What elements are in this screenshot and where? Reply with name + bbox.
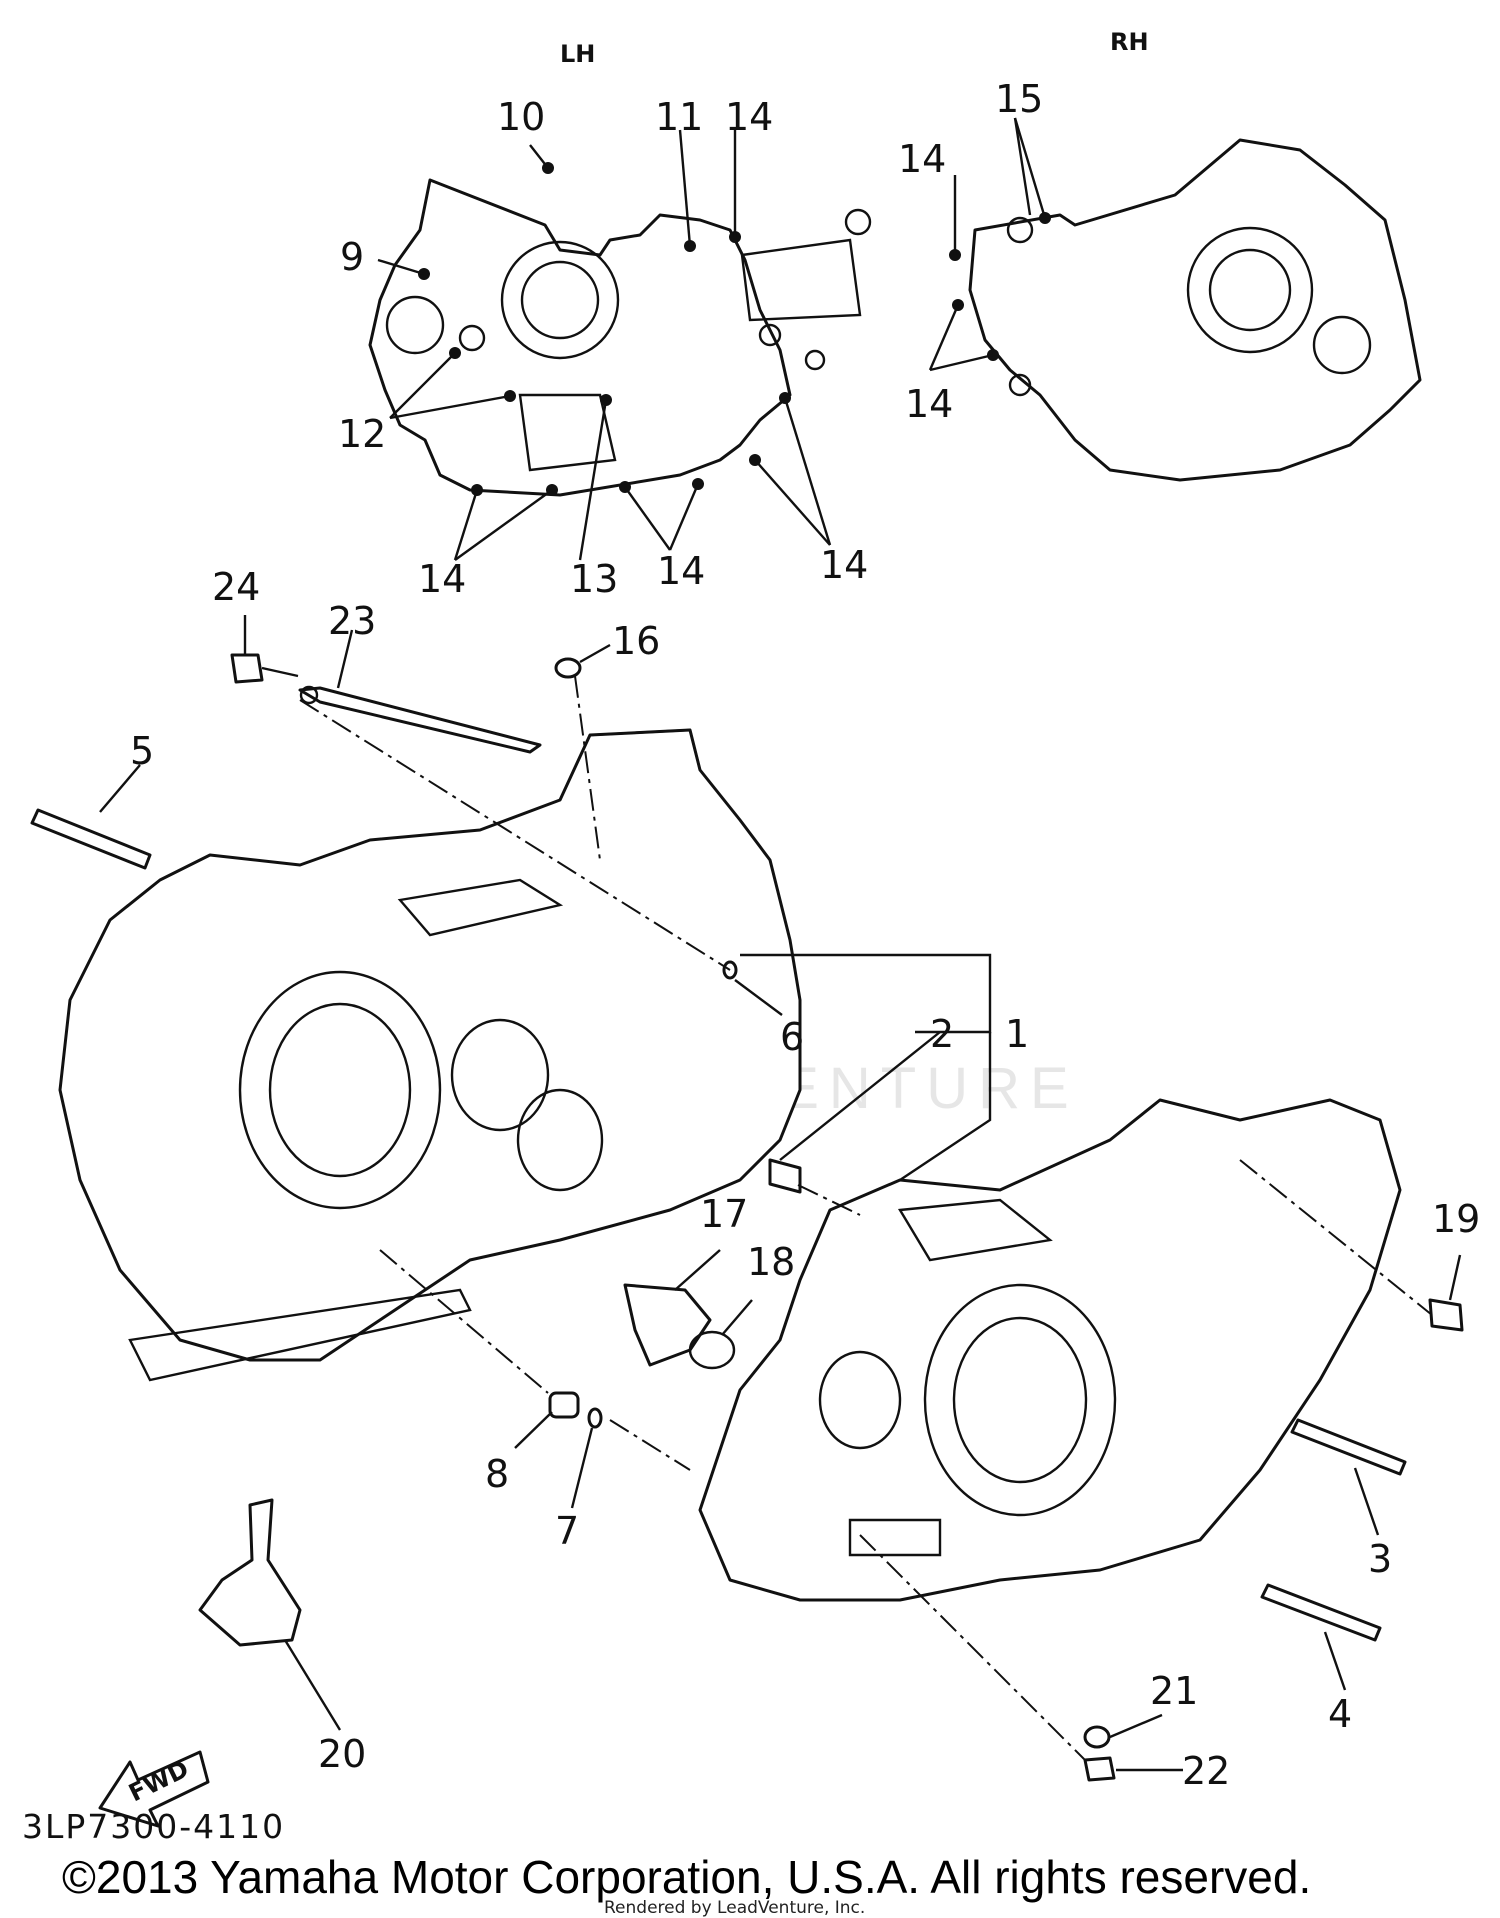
callout-9: 9 xyxy=(340,235,365,279)
callout-11: 11 xyxy=(655,95,704,139)
callout-14-a: 14 xyxy=(725,95,774,139)
callout-20: 20 xyxy=(318,1732,367,1776)
callout-2: 2 xyxy=(930,1012,955,1056)
callout-14-d: 14 xyxy=(820,543,869,587)
upper-leader-lines xyxy=(377,117,1047,561)
callout-23: 23 xyxy=(328,599,377,643)
cap-21 xyxy=(1083,1725,1111,1749)
o-ring-7 xyxy=(587,1407,603,1429)
bolt-24 xyxy=(230,653,299,684)
o-ring-18 xyxy=(688,1330,736,1370)
stud-5 xyxy=(30,808,152,870)
plug-17 xyxy=(623,1283,712,1367)
stud-4 xyxy=(1260,1583,1382,1642)
strainer-20 xyxy=(198,1498,302,1647)
callout-12: 12 xyxy=(338,412,387,456)
main-leader-lines xyxy=(99,615,1462,1772)
diagram-code: 3LP7300-4110 xyxy=(22,1807,286,1846)
callout-1: 1 xyxy=(1005,1012,1030,1056)
lh-crankcase-sealant-view xyxy=(368,178,872,497)
callout-15: 15 xyxy=(995,77,1044,121)
callout-16: 16 xyxy=(612,619,661,663)
callout-8: 8 xyxy=(485,1452,510,1496)
crankcase-left xyxy=(58,728,802,1382)
rendered-by-note: Rendered by LeadVenture, Inc. xyxy=(604,1898,866,1918)
dowel-8 xyxy=(548,1391,580,1419)
crankcase-right xyxy=(698,1098,1402,1602)
stud-3 xyxy=(1290,1418,1407,1476)
callout-19: 19 xyxy=(1432,1197,1481,1241)
callout-10: 10 xyxy=(497,95,546,139)
callout-14-e: 14 xyxy=(898,137,947,181)
lh-view-label: LH xyxy=(560,40,596,68)
callout-7: 7 xyxy=(555,1509,580,1553)
alignment-lines xyxy=(299,675,1433,1761)
callout-22: 22 xyxy=(1182,1749,1231,1793)
callout-18: 18 xyxy=(747,1240,796,1284)
callout-17: 17 xyxy=(700,1192,749,1236)
callout-6: 6 xyxy=(780,1015,805,1059)
rh-crankcase-sealant-view xyxy=(968,138,1422,482)
callout-24: 24 xyxy=(212,565,261,609)
copyright-notice: ©2013 Yamaha Motor Corporation, U.S.A. A… xyxy=(62,1851,1312,1903)
clip-19 xyxy=(1428,1298,1464,1332)
callout-13: 13 xyxy=(570,557,619,601)
callout-4: 4 xyxy=(1328,1692,1353,1736)
callout-14-f: 14 xyxy=(905,382,954,426)
callout-3: 3 xyxy=(1368,1537,1393,1581)
nut-22 xyxy=(1083,1756,1116,1782)
rh-view-label: RH xyxy=(1110,28,1149,56)
dowel-2 xyxy=(768,1158,802,1194)
plate-23 xyxy=(298,685,542,754)
callout-14-c: 14 xyxy=(657,549,706,593)
callout-21: 21 xyxy=(1150,1669,1199,1713)
callout-5: 5 xyxy=(130,729,155,773)
cap-16 xyxy=(554,657,582,679)
callout-14-b: 14 xyxy=(418,557,467,601)
